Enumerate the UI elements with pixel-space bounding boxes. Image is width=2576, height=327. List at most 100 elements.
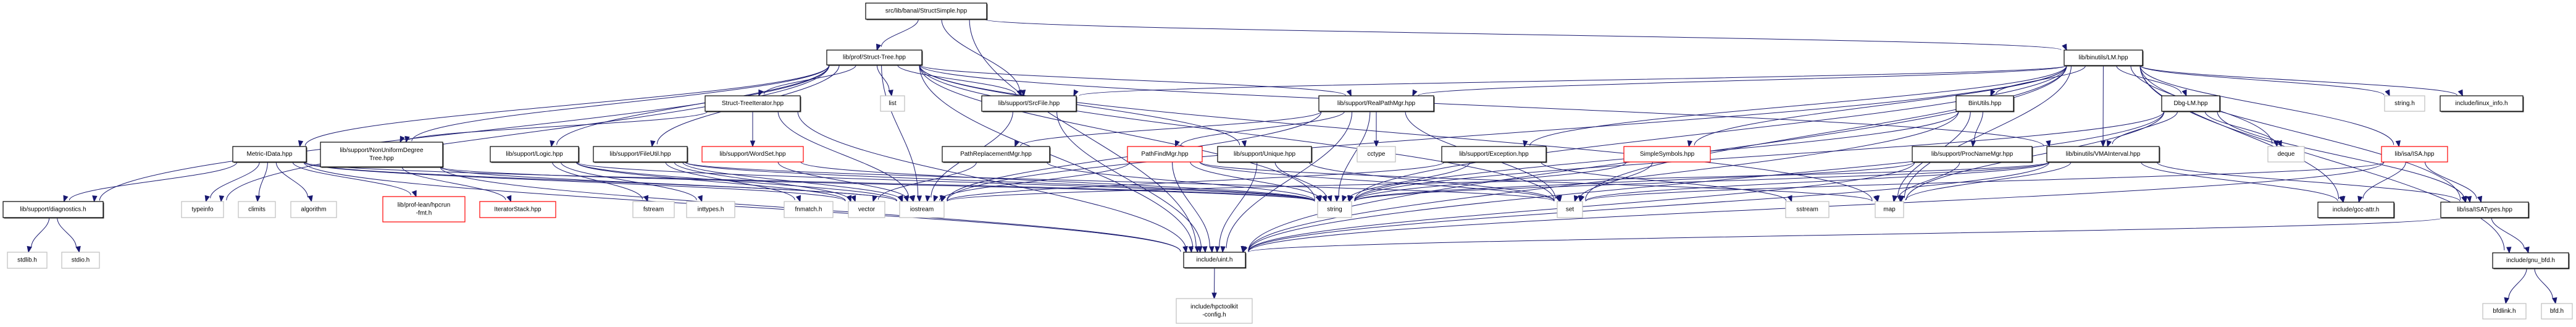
arrowhead-icon — [1215, 246, 1220, 253]
node-label: include/uint.h — [1197, 257, 1233, 263]
node-gnubfd[interactable]: include/gnu_bfd.h — [2492, 252, 2570, 270]
edge-lm-to-stringh — [2139, 65, 2385, 96]
node-pathreplacement[interactable]: PathReplacementMgr.hpp — [942, 146, 1051, 163]
node-box — [238, 201, 276, 218]
edge-metricidata-to-algorithm — [275, 161, 308, 198]
node-realpathmgr[interactable]: lib/support/RealPathMgr.hpp — [1318, 95, 1435, 113]
node-unique[interactable]: lib/support/Unique.hpp — [1217, 146, 1313, 163]
node-structtreeiter[interactable]: Struct-TreeIterator.hpp — [705, 95, 801, 113]
edge-metricidata-to-vector — [303, 161, 846, 202]
node-label: include/gcc-attr.h — [2333, 206, 2380, 213]
node-stdlib: stdlib.h — [7, 252, 48, 269]
edge-structtree-to-uint — [919, 64, 1194, 249]
node-box — [479, 201, 556, 218]
edge-lm-to-map — [1904, 65, 2072, 198]
node-root[interactable]: src/lib/banal/StructSimple.hpp — [865, 2, 988, 20]
node-gccattr[interactable]: include/gcc-attr.h — [2317, 202, 2395, 219]
node-fnmatch: fnmatch.h — [784, 201, 834, 218]
node-box — [686, 201, 735, 218]
node-lm[interactable]: lib/binutils/LM.hpp — [2064, 49, 2144, 67]
edge-fileutil-to-fnmatch — [665, 161, 795, 200]
node-label: deque — [2278, 151, 2295, 158]
node-box — [848, 201, 885, 218]
node-diagnostics[interactable]: lib/support/diagnostics.h — [2, 201, 104, 219]
edge-structtree-to-unique — [919, 64, 1240, 145]
node-exception[interactable]: lib/support/Exception.hpp — [1441, 146, 1547, 163]
node-box — [2381, 146, 2448, 163]
edge-dbglm-to-isatypes — [2217, 111, 2465, 200]
node-srcfile[interactable]: lib/support/SrcFile.hpp — [981, 95, 1077, 113]
node-pathfind[interactable]: PathFindMgr.hpp — [1127, 146, 1203, 163]
node-label: Dbg-LM.hpp — [2173, 100, 2207, 107]
edge-lm-to-srcfile — [1079, 65, 2067, 96]
node-label: vector — [858, 206, 876, 213]
node-box — [1183, 252, 1246, 268]
arrowhead-icon — [1241, 140, 1247, 148]
arrowhead-icon — [1174, 140, 1180, 148]
arrowhead-icon — [2457, 89, 2463, 97]
arrowhead-icon — [2385, 89, 2390, 97]
node-wordset[interactable]: lib/support/WordSet.hpp — [701, 146, 804, 163]
node-vmainterval[interactable]: lib/binutils/VMAInterval.hpp — [2046, 146, 2160, 163]
node-simplesymbols[interactable]: SimpleSymbols.hpp — [1623, 146, 1711, 163]
node-hpcrunfmt[interactable]: lib/prof-lean/hpcrun-fmt.h — [382, 196, 466, 223]
node-box — [181, 201, 224, 218]
node-linuxinfo[interactable]: include/linux_info.h — [2440, 95, 2524, 113]
node-label: lib/binutils/LM.hpp — [2078, 54, 2128, 61]
node-deque: deque — [2267, 146, 2305, 163]
edge-root-to-uint — [969, 19, 1197, 248]
node-metricidata[interactable]: Metric-IData.hpp — [232, 146, 307, 163]
node-logic[interactable]: lib/support/Logic.hpp — [490, 146, 580, 163]
arrowhead-icon — [1014, 140, 1020, 148]
edge-unique-to-set — [1308, 161, 1555, 201]
node-label: lib/prof/Struct-Tree.hpp — [843, 54, 906, 61]
arrowhead-icon — [2552, 297, 2557, 305]
arrowhead-icon — [2506, 247, 2512, 254]
node-binutils[interactable]: BinUtils.hpp — [1955, 95, 2015, 113]
node-box — [1875, 201, 1904, 218]
edge-binutils-to-uint — [1248, 111, 1959, 252]
arrowhead-icon — [2357, 195, 2363, 203]
node-label: stdlib.h — [17, 257, 37, 264]
edge-vmainterval-to-uint — [1248, 161, 2050, 252]
node-label: lib/support/diagnostics.h — [20, 206, 86, 213]
node-procnamemgr[interactable]: lib/support/ProcNameMgr.hpp — [1912, 146, 2033, 163]
edge-structtree-to-iostream — [881, 64, 919, 197]
node-box — [2, 201, 104, 218]
arrowhead-icon — [75, 245, 81, 253]
edge-gnubfd-to-bfdlink — [2508, 268, 2527, 299]
node-box — [826, 49, 922, 66]
node-label: lib/support/Logic.hpp — [506, 151, 563, 158]
node-structtree[interactable]: lib/prof/Struct-Tree.hpp — [826, 49, 923, 66]
edge-pathfind-to-iostream — [939, 161, 1131, 201]
edge-exception-to-iostream — [947, 161, 1445, 202]
arrowhead-icon — [1220, 246, 1226, 253]
node-box — [1317, 201, 1352, 218]
node-dbglm[interactable]: Dbg-LM.hpp — [2161, 95, 2221, 113]
node-isa[interactable]: lib/isa/ISA.hpp — [2381, 146, 2448, 163]
node-box — [1557, 201, 1583, 218]
edge-structtreeiter-to-nonuniform — [405, 111, 708, 142]
arrowhead-icon — [1346, 89, 1352, 97]
arrowhead-icon — [1873, 195, 1878, 203]
node-label: sstream — [1796, 206, 1818, 213]
node-label: lib/support/FileUtil.hpp — [610, 151, 671, 158]
node-box — [1318, 95, 1434, 112]
edge-fileutil-to-set — [684, 161, 1555, 202]
arrowhead-icon — [1970, 140, 1976, 148]
node-box — [1357, 146, 1396, 163]
node-uint[interactable]: include/uint.h — [1183, 252, 1247, 269]
edge-fileutil-to-vector — [674, 161, 850, 201]
node-string: string — [1317, 201, 1352, 218]
node-box — [981, 95, 1077, 112]
node-fileutil[interactable]: lib/support/FileUtil.hpp — [593, 146, 688, 163]
edge-dbglm-to-map — [1906, 111, 2165, 200]
edge-vmainterval-to-gccattr — [2140, 161, 2338, 202]
node-label: iostream — [910, 206, 934, 213]
node-iteratorstack[interactable]: IteratorStack.hpp — [479, 201, 556, 218]
node-box — [2384, 95, 2425, 112]
edge-procnamemgr-to-map — [1897, 161, 1960, 199]
edge-lm-to-dbglm — [2116, 65, 2182, 94]
node-isatypes[interactable]: lib/isa/ISATypes.hpp — [2440, 202, 2530, 219]
